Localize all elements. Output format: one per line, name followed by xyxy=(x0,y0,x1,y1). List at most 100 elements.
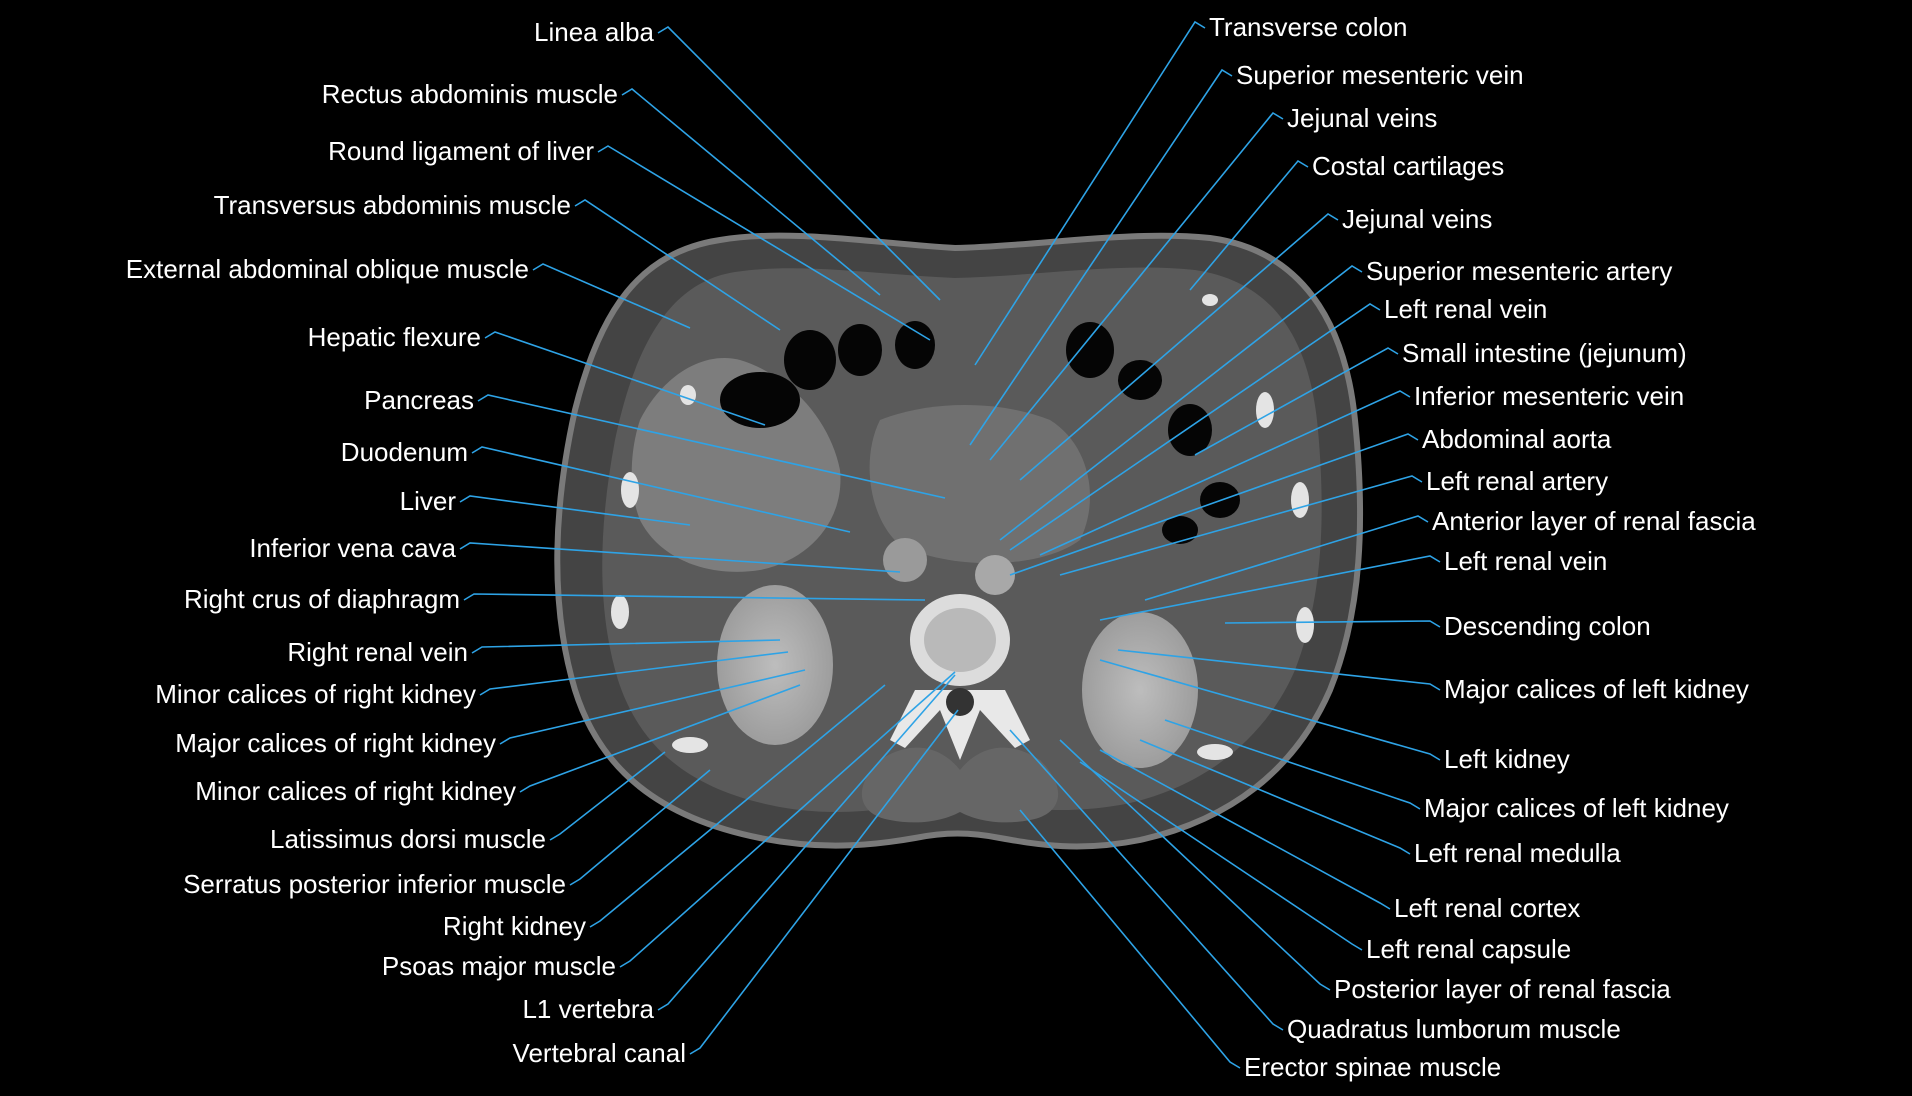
left-anatomy-leader-line xyxy=(479,651,789,696)
right-anatomy-leader-line xyxy=(1019,213,1339,481)
right-anatomy-label: Superior mesenteric artery xyxy=(1366,256,1672,286)
left-anatomy-label: Liver xyxy=(400,486,457,516)
left-anatomy-label: L1 vertebra xyxy=(522,994,654,1024)
left-anatomy-label: Hepatic flexure xyxy=(308,322,481,352)
left-anatomy-leader-line xyxy=(477,394,946,499)
left-anatomy-label: Minor calices of right kidney xyxy=(195,776,516,806)
left-anatomy-leader-line xyxy=(532,263,691,329)
right-anatomy-label: Left renal artery xyxy=(1426,466,1608,496)
right-anatomy-label: Costal cartilages xyxy=(1312,151,1504,181)
right-anatomy-leader-line xyxy=(1079,761,1363,951)
left-anatomy-label: Minor calices of right kidney xyxy=(155,679,476,709)
right-anatomy-label: Anterior layer of renal fascia xyxy=(1432,506,1756,536)
right-anatomy-label: Left renal vein xyxy=(1384,294,1547,324)
left-anatomy-label: Rectus abdominis muscle xyxy=(322,79,618,109)
right-anatomy-leader-line xyxy=(1099,659,1441,761)
right-anatomy-label: Left renal cortex xyxy=(1394,893,1580,923)
right-anatomy-label: Superior mesenteric vein xyxy=(1236,60,1524,90)
bowel-loops xyxy=(720,321,1240,544)
left-anatomy-label: Linea alba xyxy=(534,17,655,47)
left-anatomy-label: Right kidney xyxy=(443,911,586,941)
right-anatomy-label: Jejunal veins xyxy=(1287,103,1437,133)
left-anatomy-label: Serratus posterior inferior muscle xyxy=(183,869,566,899)
left-anatomy-label: Duodenum xyxy=(341,437,468,467)
back-muscles xyxy=(861,747,1059,823)
left-anatomy-label: Inferior vena cava xyxy=(249,533,456,563)
left-anatomy-leader-line xyxy=(519,684,801,793)
left-anatomy-leader-line xyxy=(484,331,766,426)
right-anatomy-label: Left renal medulla xyxy=(1414,838,1621,868)
right-anatomy-leader-line xyxy=(1189,159,1309,291)
aorta-shape xyxy=(975,555,1015,595)
left-anatomy-leader-line xyxy=(589,684,886,928)
left-anatomy-leader-line xyxy=(621,88,881,296)
left-anatomy-label: Right renal vein xyxy=(287,637,468,667)
left-kidney-shape xyxy=(1082,612,1198,768)
right-anatomy-label: Transverse colon xyxy=(1209,12,1407,42)
right-kidney-shape xyxy=(717,585,833,745)
right-anatomy-leader-line xyxy=(1224,620,1441,628)
left-anatomy-leader-line xyxy=(689,709,959,1055)
left-anatomy-label: Psoas major muscle xyxy=(382,951,616,981)
left-anatomy-leader-line xyxy=(569,769,711,886)
right-anatomy-leader-line xyxy=(1019,809,1241,1069)
right-anatomy-leader-line xyxy=(1009,303,1381,551)
right-anatomy-leader-line xyxy=(1059,475,1423,576)
left-anatomy-label: Pancreas xyxy=(364,385,474,415)
left-anatomy-leader-line xyxy=(549,751,666,841)
right-anatomy-leader-line xyxy=(999,265,1363,541)
right-anatomy-leader-line xyxy=(1099,555,1441,621)
right-anatomy-label: Jejunal veins xyxy=(1342,204,1492,234)
left-anatomy-leader-line xyxy=(471,446,851,533)
left-anatomy-label: Latissimus dorsi muscle xyxy=(270,824,546,854)
right-anatomy-label: Left renal capsule xyxy=(1366,934,1571,964)
right-anatomy-leader-line xyxy=(1009,729,1284,1031)
right-anatomy-label: Descending colon xyxy=(1444,611,1651,641)
left-anatomy-leader-line xyxy=(597,145,931,341)
right-anatomy-leader-line xyxy=(1144,515,1429,601)
ct-scan-image xyxy=(554,232,1364,850)
right-anatomy-leader-line xyxy=(1139,739,1411,855)
left-anatomy-leader-line xyxy=(463,593,926,601)
right-anatomy-leader-line xyxy=(1009,433,1419,576)
left-anatomy-label: Round ligament of liver xyxy=(328,136,594,166)
right-anatomy-label: Small intestine (jejunum) xyxy=(1402,338,1687,368)
right-anatomy-leader-line xyxy=(1039,390,1411,556)
right-anatomy-leader-line xyxy=(1194,347,1399,456)
right-anatomy-leader-line xyxy=(974,20,1206,366)
left-anatomy-leader-line xyxy=(459,495,691,526)
left-anatomy-leader-line xyxy=(657,25,941,301)
left-anatomy-label: Right crus of diaphragm xyxy=(184,584,460,614)
right-anatomy-label: Abdominal aorta xyxy=(1422,424,1612,454)
right-anatomy-label: Erector spinae muscle xyxy=(1244,1052,1501,1082)
right-anatomy-label: Posterior layer of renal fascia xyxy=(1334,974,1671,1004)
ivc-shape xyxy=(883,538,927,582)
right-anatomy-leader-line xyxy=(1059,739,1331,991)
right-anatomy-label: Quadratus lumborum muscle xyxy=(1287,1014,1621,1044)
right-anatomy-label: Left renal vein xyxy=(1444,546,1607,576)
right-anatomy-label: Inferior mesenteric vein xyxy=(1414,381,1684,411)
right-anatomy-leader-line xyxy=(1117,649,1441,691)
left-anatomy-leader-line xyxy=(499,669,806,745)
right-anatomy-leader-line xyxy=(1164,719,1421,810)
left-anatomy-label: Major calices of right kidney xyxy=(175,728,496,758)
left-anatomy-leader-line xyxy=(657,674,956,1011)
right-anatomy-label: Left kidney xyxy=(1444,744,1570,774)
right-anatomy-leader-line xyxy=(989,111,1284,461)
left-anatomy-label: Vertebral canal xyxy=(513,1038,686,1068)
left-anatomy-leader-line xyxy=(574,199,781,331)
left-anatomy-leader-line xyxy=(459,542,901,573)
right-anatomy-leader-line xyxy=(1099,749,1391,910)
vertebra-shape xyxy=(890,594,1030,760)
left-anatomy-label: Transversus abdominis muscle xyxy=(214,190,571,220)
left-anatomy-leader-line xyxy=(619,671,956,968)
right-anatomy-label: Major calices of left kidney xyxy=(1424,793,1729,823)
left-anatomy-leader-line xyxy=(471,639,781,654)
right-anatomy-leader-line xyxy=(969,68,1233,446)
right-anatomy-label: Major calices of left kidney xyxy=(1444,674,1749,704)
left-anatomy-label: External abdominal oblique muscle xyxy=(126,254,529,284)
mesentery xyxy=(869,405,1090,564)
